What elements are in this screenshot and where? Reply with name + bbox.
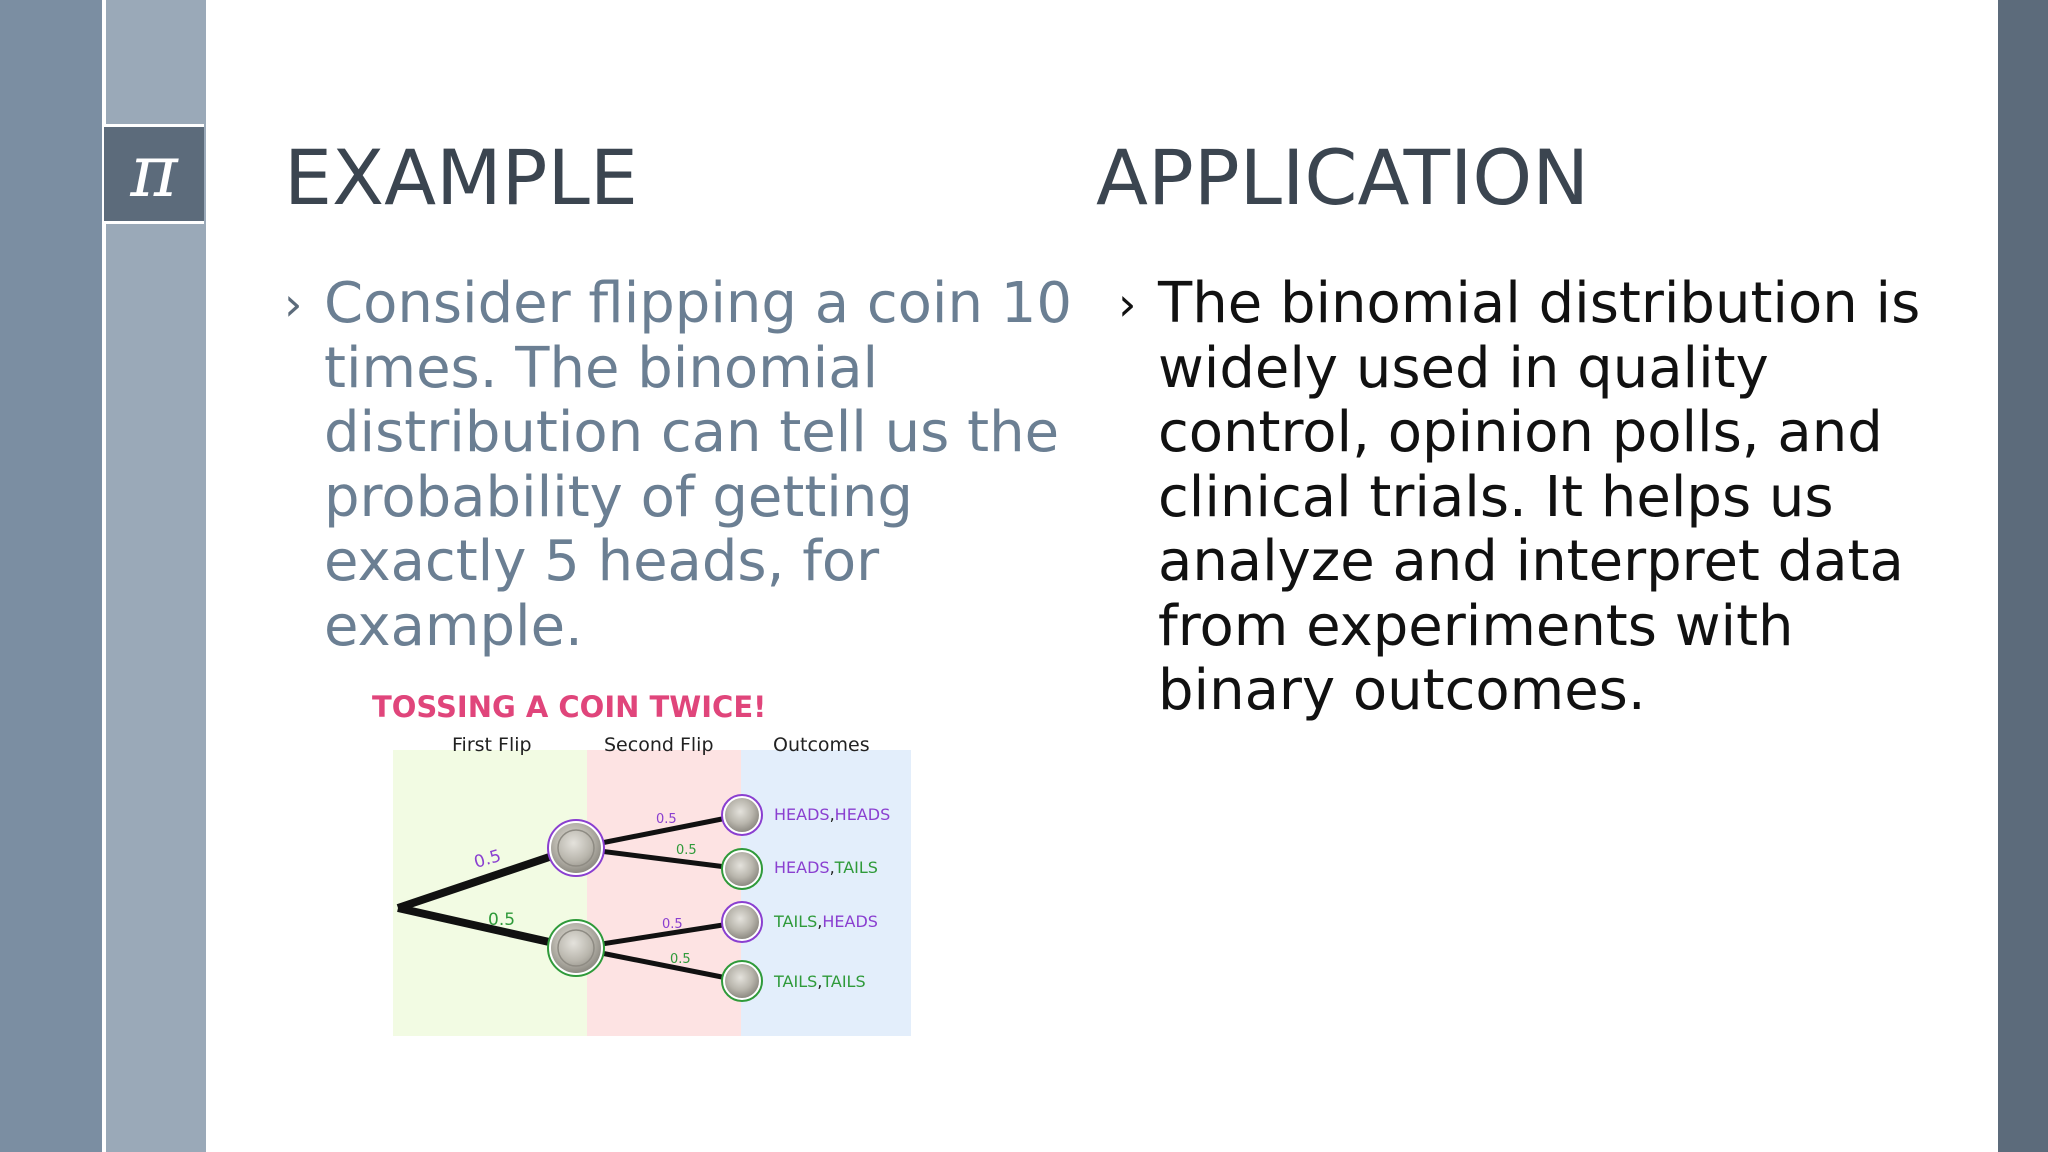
prob-hh: 0.5 (656, 812, 677, 827)
application-heading: APPLICATION (1096, 133, 1590, 222)
pi-icon: π (104, 124, 204, 224)
coin-ht-icon (721, 848, 763, 890)
bullet-marker: › (284, 277, 303, 331)
first-flip-column-bg (393, 750, 587, 1036)
coin-first-heads-icon (547, 819, 605, 877)
coin-tt-icon (721, 960, 763, 1002)
coin-hh-icon (721, 794, 763, 836)
second-flip-label: Second Flip (604, 734, 714, 756)
application-bullet: › The binomial distribution is widely us… (1118, 271, 1978, 724)
figure-title: TOSSING A COIN TWICE! (372, 690, 766, 724)
prob-th: 0.5 (662, 917, 683, 932)
branch-first-heads (396, 844, 578, 912)
example-heading: EXAMPLE (284, 133, 638, 222)
outcome-tt: TAILS,TAILS (773, 972, 866, 991)
example-bullet: › Consider flipping a coin 10 times. The… (284, 271, 1074, 659)
bullet-marker: › (1118, 277, 1137, 331)
outcome-th: TAILS,HEADS (773, 912, 878, 931)
left-outer-stripe (0, 0, 102, 1152)
outcome-ht: HEADS,TAILS (774, 858, 878, 877)
coin-first-tails-icon (547, 919, 605, 977)
outcomes-label: Outcomes (773, 734, 870, 756)
prob-ht: 0.5 (676, 843, 697, 858)
coin-th-icon (721, 901, 763, 943)
right-stripe (1998, 0, 2048, 1152)
outcomes-column-bg (741, 750, 911, 1036)
coin-toss-tree-diagram: TOSSING A COIN TWICE! First Flip Second … (372, 690, 911, 1036)
prob-tt: 0.5 (670, 952, 691, 967)
branch-first-tails (397, 904, 577, 952)
prob-first-tails: 0.5 (488, 910, 515, 930)
second-flip-column-bg (587, 750, 741, 1036)
first-flip-label: First Flip (452, 734, 532, 756)
stripe-gap (102, 0, 106, 1152)
outcome-hh: HEADS,HEADS (774, 805, 890, 824)
example-bullet-text: Consider flipping a coin 10 times. The b… (324, 271, 1073, 659)
pi-glyph: π (130, 129, 178, 213)
application-bullet-text: The binomial distribution is widely used… (1158, 271, 1921, 723)
